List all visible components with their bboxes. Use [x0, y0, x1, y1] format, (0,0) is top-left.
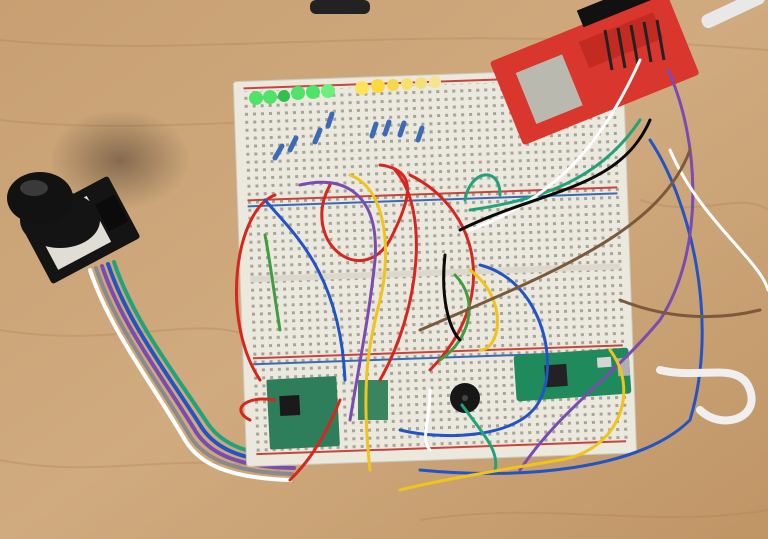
wire-green	[460, 403, 498, 472]
display-pin-header	[603, 19, 666, 71]
wire-red	[288, 398, 342, 482]
wire-yellow	[398, 348, 626, 492]
led-9	[387, 79, 399, 91]
wire-blue	[398, 263, 549, 438]
led-4	[291, 86, 305, 100]
black-object-top	[310, 0, 370, 14]
joystick-knob	[7, 172, 73, 224]
wire-green	[463, 173, 502, 202]
led-bar	[249, 76, 441, 105]
led-8	[371, 79, 385, 93]
led-10	[401, 78, 413, 90]
wire-green	[438, 273, 471, 362]
wire-white-cable	[656, 366, 756, 425]
wire-blue	[418, 138, 704, 475]
led-11	[415, 77, 427, 89]
wire-white	[424, 388, 432, 452]
led-6	[321, 84, 335, 98]
small-module	[358, 380, 388, 420]
logic-module	[266, 376, 340, 450]
wire-purple	[298, 180, 377, 422]
resistors	[272, 111, 425, 161]
wire-white	[468, 58, 642, 232]
wire-blue	[263, 198, 347, 382]
joystick-knob-highlight	[20, 180, 48, 196]
wire-yellow	[468, 268, 499, 352]
wire-red	[235, 193, 277, 382]
joystick-shadow	[50, 110, 190, 210]
led-7	[355, 81, 369, 95]
wire-green	[263, 233, 282, 332]
wire-green	[468, 118, 642, 212]
center-channel	[250, 263, 621, 283]
wire-red	[239, 397, 277, 422]
wire-yellow	[348, 173, 388, 472]
wire-red	[408, 173, 475, 372]
wire-purple	[518, 68, 695, 472]
buzzer-hole	[462, 395, 468, 401]
wire-white	[668, 148, 768, 292]
wire-red	[378, 168, 418, 382]
led-3	[278, 90, 290, 102]
led-5	[306, 85, 320, 99]
usb-cable-top	[701, 0, 766, 29]
wire-black	[458, 118, 652, 232]
led-2	[263, 90, 277, 104]
wire-brown	[418, 148, 692, 332]
wire-brown	[618, 298, 762, 319]
jumper-wires	[235, 58, 768, 492]
led-1	[249, 91, 263, 105]
wire-black	[442, 253, 462, 342]
led-12	[429, 76, 441, 88]
wire-red	[320, 163, 409, 262]
